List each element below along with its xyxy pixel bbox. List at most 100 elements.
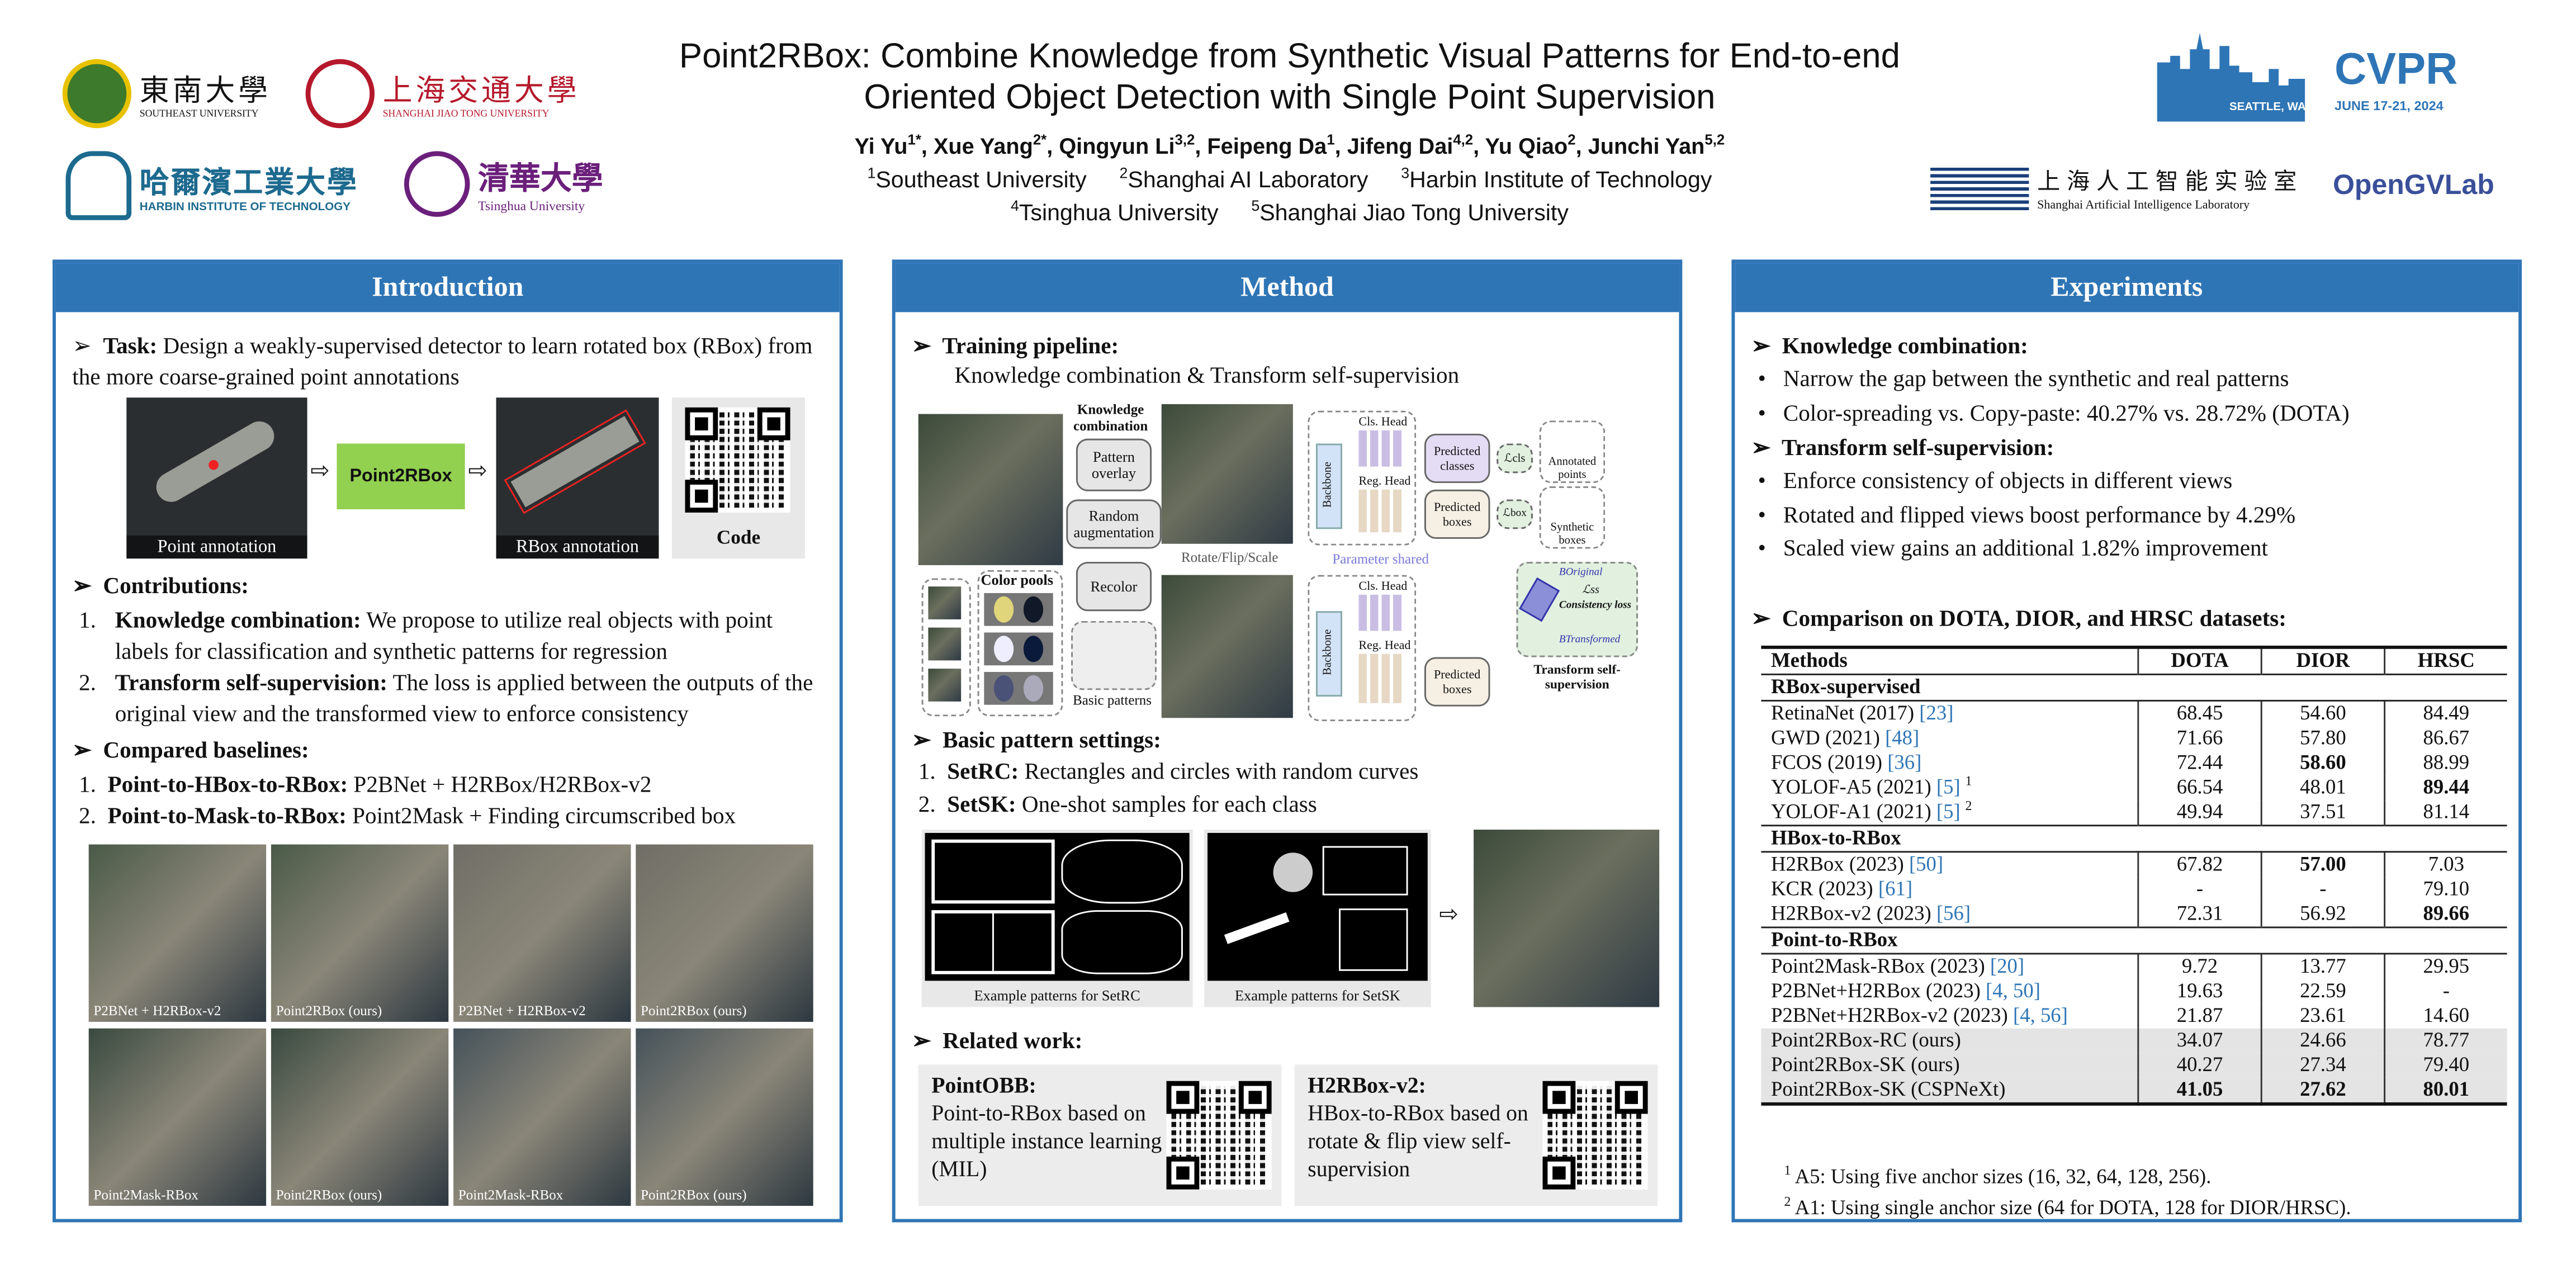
citation-link[interactable]: [36]	[1887, 751, 1922, 774]
random-augmentation-box: Random augmentation	[1066, 499, 1162, 549]
contributions-heading: ➢ Contributions:	[72, 575, 249, 600]
transform-ss-bullets: • Enforce consistency of objects in diff…	[1758, 467, 2295, 568]
author-name: Junchi Yan	[1588, 134, 1705, 159]
author-sup: 2	[1568, 131, 1576, 148]
section-row: HBox-to-RBox	[1761, 825, 2507, 853]
value-cell: 37.51	[2260, 800, 2385, 826]
affiliation: 3Harbin Institute of Technology	[1401, 164, 1712, 192]
value-cell: 48.01	[2260, 775, 2385, 801]
value-cell: 79.10	[2384, 877, 2507, 902]
result-image: P2BNet + H2RBox-v2	[88, 844, 267, 1022]
setsk-examples: Example patterns for SetSK	[1204, 830, 1431, 1007]
value-cell: 34.07	[2137, 1028, 2262, 1053]
citation-link[interactable]: [61]	[1878, 877, 1913, 901]
related-work-heading: ➢ Related work:	[912, 1030, 1083, 1055]
baseline-item: 2. Point-to-Mask-to-RBox: Point2Mask + F…	[79, 805, 736, 830]
citation-link[interactable]: [23]	[1919, 701, 1954, 725]
method-panel: Method ➢ Training pipeline: Knowledge co…	[892, 259, 1683, 1223]
result-image: Point2RBox (ours)	[271, 844, 449, 1022]
citation-link[interactable]: [4, 50]	[1986, 979, 2040, 1002]
citation-link[interactable]: [48]	[1885, 726, 1920, 750]
table-footnotes: 1 A5: Using five anchor sizes (16, 32, 6…	[1784, 1158, 2351, 1221]
value-cell: 58.60	[2260, 751, 2385, 776]
pipeline-diagram: Knowledge combination Pattern overlay Ra…	[918, 397, 1658, 722]
point2rbox-box: Point2RBox	[337, 443, 465, 510]
author-name: Yu Qiao	[1485, 134, 1568, 159]
value-cell: 27.34	[2260, 1053, 2385, 1078]
comparison-heading: ➢ Comparison on DOTA, DIOR, and HRSC dat…	[1751, 608, 2287, 633]
citation-link[interactable]: [20]	[1990, 954, 2025, 978]
basic-patterns	[1071, 621, 1157, 690]
citation-link[interactable]: [5]	[1936, 800, 1961, 823]
value-cell: 57.80	[2260, 726, 2385, 751]
author-sup: 4,2	[1453, 131, 1474, 148]
value-cell: 29.95	[2384, 953, 2507, 979]
value-cell: 41.05	[2137, 1077, 2262, 1104]
value-cell: 23.61	[2260, 1003, 2385, 1029]
value-cell: 19.63	[2137, 979, 2262, 1004]
value-cell: -	[2137, 877, 2262, 902]
result-caption: Point2Mask-RBox	[93, 1186, 198, 1203]
table-row: KCR (2023) [61]--79.10	[1761, 877, 2507, 902]
method-cell: YOLOF-A5 (2021) [5]1	[1771, 773, 1972, 799]
arrow-icon: ⇨	[1439, 903, 1459, 929]
result-image: Point2RBox (ours)	[271, 1028, 449, 1206]
result-caption: Point2RBox (ours)	[276, 1002, 382, 1019]
qr-code[interactable]	[1542, 1081, 1648, 1190]
arrow-icon: ⇨	[310, 460, 330, 485]
result-image: Point2Mask-RBox	[453, 1028, 631, 1206]
code-qr-panel: Code	[671, 397, 806, 559]
introduction-body: ➢ Task: Design a weakly-supervised detec…	[72, 332, 828, 833]
baseline-item: 1. Point-to-HBox-to-RBox: P2BNet + H2RBo…	[79, 774, 652, 799]
citation-link[interactable]: [56]	[1936, 902, 1971, 925]
column-header: Methods	[1771, 648, 1848, 672]
method-cell: Point2RBox-SK (CSPNeXt)	[1761, 1077, 2138, 1104]
citation-link[interactable]: [50]	[1909, 853, 1944, 876]
affiliation: 4Tsinghua University	[1010, 197, 1219, 225]
method-cell: GWD (2021) [48]	[1771, 726, 1920, 750]
method-cell: Point2Mask-RBox (2023) [20]	[1771, 954, 2025, 978]
value-cell: 66.54	[2137, 775, 2262, 801]
overlay-image	[1161, 404, 1293, 544]
backbone-top	[1315, 443, 1342, 529]
qr-code[interactable]	[1166, 1081, 1272, 1190]
author-name: Qingyun Li	[1059, 134, 1175, 159]
section-row: Point-to-RBox	[1761, 926, 2507, 955]
transform-ss-heading: ➢ Transform self-supervision:	[1751, 437, 2054, 462]
value-cell: 24.66	[2260, 1028, 2385, 1053]
baselines-heading: ➢ Compared baselines:	[72, 739, 309, 764]
author-name: Xue Yang	[933, 134, 1033, 159]
value-cell: -	[2260, 877, 2385, 902]
footnote: 1 A5: Using five anchor sizes (16, 32, 6…	[1784, 1163, 2212, 1188]
author-sup: 5,2	[1704, 131, 1725, 148]
basic-pattern-item: 1. SetRC: Rectangles and circles with ra…	[918, 760, 1419, 785]
value-cell: 89.66	[2384, 902, 2507, 927]
footnote: 2 A1: Using single anchor size (64 for D…	[1784, 1194, 2351, 1220]
citation-link[interactable]: [5]	[1936, 775, 1961, 799]
contribution-item: 1.Knowledge combination: We propose to u…	[79, 609, 773, 666]
value-cell: 14.60	[2384, 1003, 2507, 1029]
bullet-item: • Enforce consistency of objects in diff…	[1758, 470, 2233, 495]
method-cell: YOLOF-A1 (2021) [5]2	[1771, 798, 1972, 823]
value-cell: 84.49	[2384, 700, 2507, 726]
value-cell: 68.45	[2137, 700, 2262, 726]
result-caption: Point2RBox (ours)	[276, 1186, 382, 1203]
value-cell: 49.94	[2137, 800, 2262, 826]
experiments-panel: Experiments ➢ Knowledge combination: • N…	[1731, 259, 2522, 1223]
citation-link[interactable]: [4, 56]	[2012, 1003, 2068, 1027]
author-sup: 1*	[907, 131, 921, 148]
qr-code[interactable]	[685, 407, 790, 513]
value-cell: 88.99	[2384, 751, 2507, 776]
method-cell: Point2RBox-SK (ours)	[1761, 1053, 2138, 1078]
color-pools	[977, 570, 1063, 717]
result-image: Point2RBox (ours)	[636, 844, 813, 1022]
